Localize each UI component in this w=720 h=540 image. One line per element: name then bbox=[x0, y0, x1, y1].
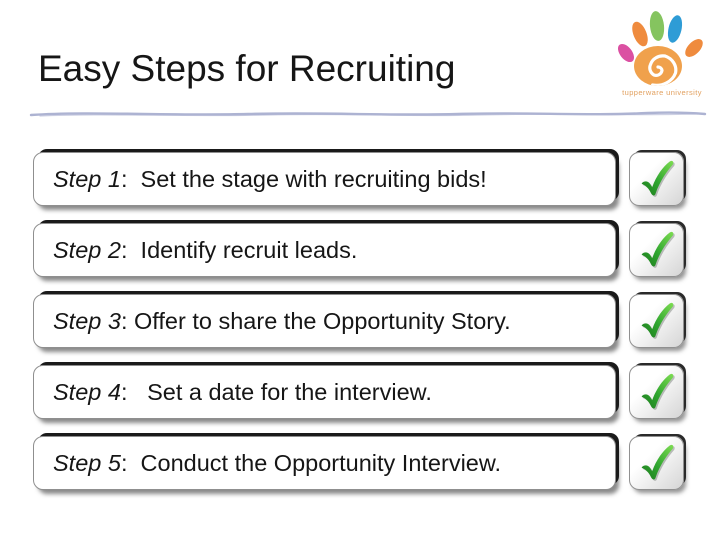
logo-finger-orange-right bbox=[685, 39, 703, 57]
step-label: Step 1 bbox=[53, 165, 121, 192]
step-box-5: Step 5: Conduct the Opportunity Intervie… bbox=[33, 436, 616, 490]
checkmark-box-2 bbox=[629, 223, 684, 277]
step-row-3: Step 3: Offer to share the Opportunity S… bbox=[33, 294, 684, 348]
hand-spiral-logo bbox=[617, 11, 703, 86]
logo-finger-blue bbox=[667, 15, 683, 43]
logo-finger-green bbox=[649, 11, 665, 41]
step-box-4: Step 4: Set a date for the interview. bbox=[33, 365, 616, 419]
checkmark-box-1 bbox=[629, 152, 684, 206]
green-checkmark-icon bbox=[641, 444, 675, 481]
step-box-1: Step 1: Set the stage with recruiting bi… bbox=[33, 152, 616, 206]
green-checkmark-icon bbox=[641, 231, 675, 268]
step-row-1: Step 1: Set the stage with recruiting bi… bbox=[33, 152, 684, 206]
checkmark-box-4 bbox=[629, 365, 684, 419]
checkmark-box-5 bbox=[629, 436, 684, 490]
step-label: Step 2 bbox=[53, 236, 121, 263]
step-label: Step 3 bbox=[53, 307, 121, 334]
step-text: : Set a date for the interview. bbox=[120, 378, 432, 405]
step-row-4: Step 4: Set a date for the interview. bbox=[33, 365, 684, 419]
steps-list: Step 1: Set the stage with recruiting bi… bbox=[33, 152, 684, 507]
step-text: : Conduct the Opportunity Interview. bbox=[120, 449, 502, 476]
slide-title: Easy Steps for Recruiting bbox=[38, 48, 456, 89]
title-divider bbox=[29, 111, 707, 117]
logo-spiral bbox=[648, 54, 678, 86]
step-row-2: Step 2: Identify recruit leads. bbox=[33, 223, 684, 277]
checkmark-box-3 bbox=[629, 294, 684, 348]
green-checkmark-icon bbox=[641, 302, 675, 339]
logo-finger-pink bbox=[617, 43, 635, 63]
step-row-5: Step 5: Conduct the Opportunity Intervie… bbox=[33, 436, 684, 490]
green-checkmark-icon bbox=[641, 373, 675, 410]
step-label: Step 4 bbox=[53, 378, 121, 405]
step-label: Step 5 bbox=[53, 449, 121, 476]
step-box-2: Step 2: Identify recruit leads. bbox=[33, 223, 616, 277]
logo-finger-orange bbox=[632, 21, 648, 47]
step-box-3: Step 3: Offer to share the Opportunity S… bbox=[33, 294, 616, 348]
logo-caption: tupperware university bbox=[622, 88, 702, 97]
step-text: : Offer to share the Opportunity Story. bbox=[120, 307, 511, 334]
step-text: : Set the stage with recruiting bids! bbox=[120, 165, 487, 192]
green-checkmark-icon bbox=[641, 160, 675, 197]
step-text: : Identify recruit leads. bbox=[120, 236, 358, 263]
